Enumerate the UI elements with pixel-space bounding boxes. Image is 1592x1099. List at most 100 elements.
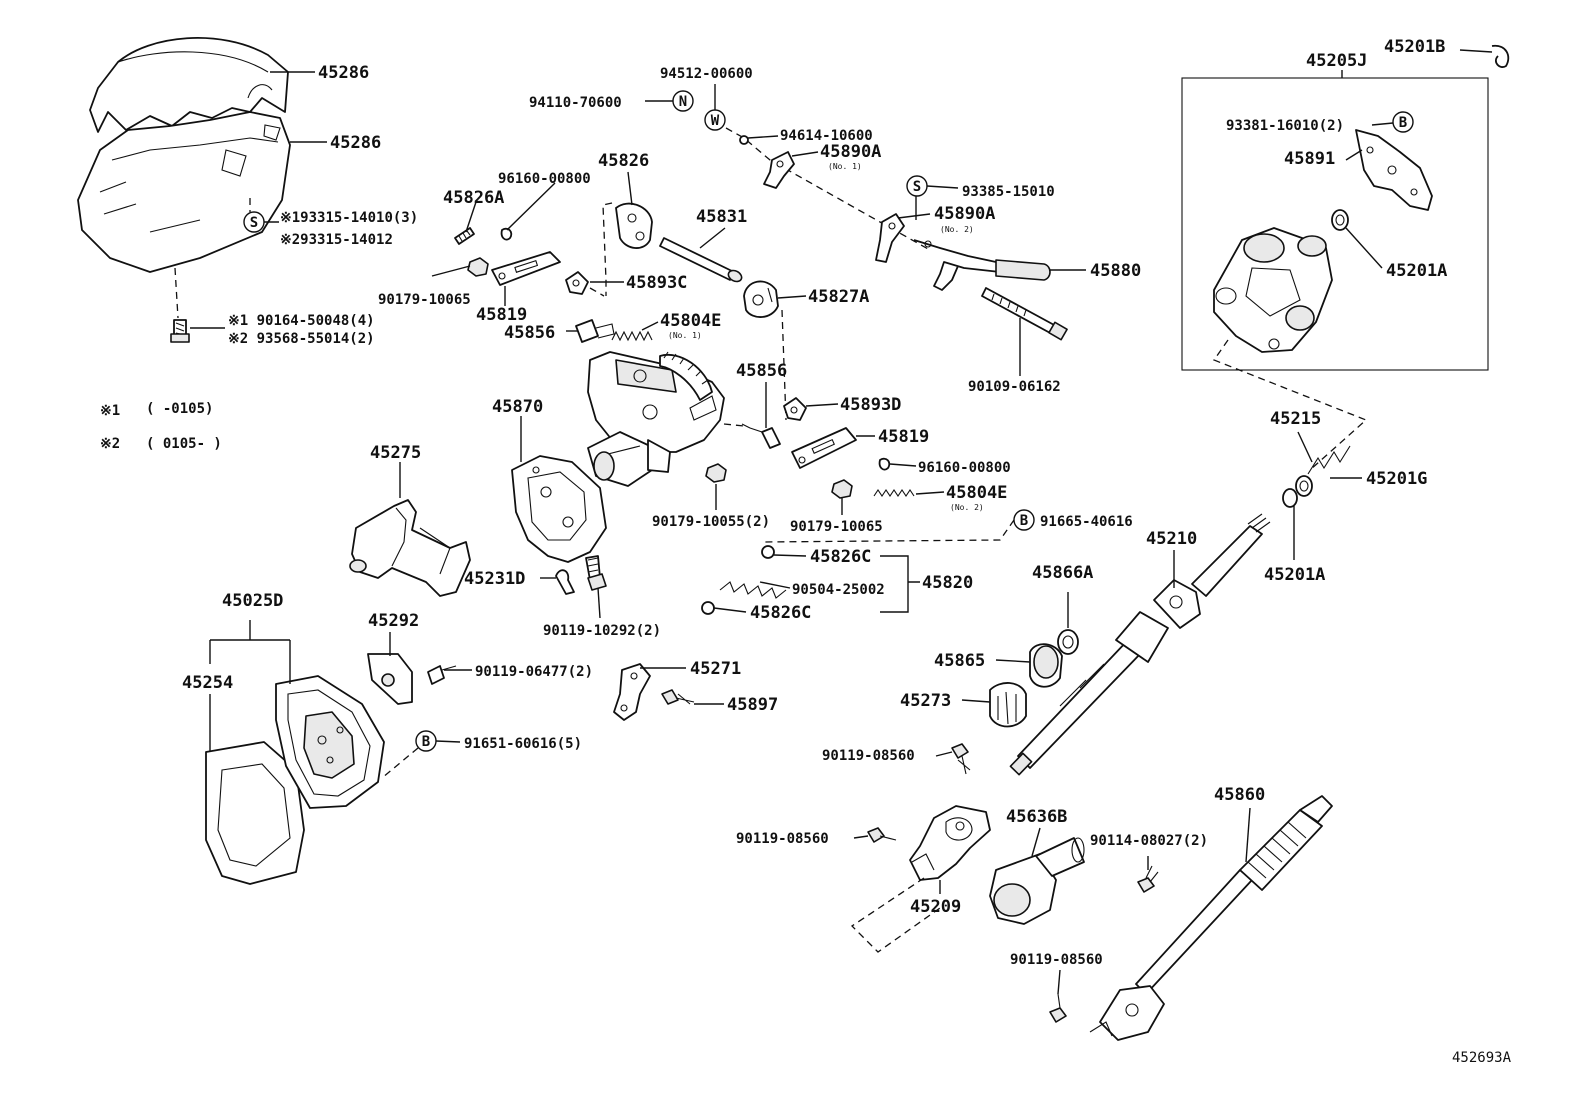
label-93315-14010: ※193315-14010(3) bbox=[280, 210, 418, 226]
bushing-45865-part bbox=[1029, 643, 1063, 688]
label-45286-lower: 45286 bbox=[330, 133, 381, 153]
label-90504-25002: 90504-25002 bbox=[792, 582, 885, 598]
label-45890a-no2: 45890A bbox=[934, 204, 995, 224]
bolt-90119-08560-b-part bbox=[867, 827, 897, 843]
leader-45827a bbox=[777, 295, 807, 299]
bolt-90114-part bbox=[1137, 865, 1159, 893]
label-45826c-lower: 45826C bbox=[750, 603, 811, 623]
label-45891: 45891 bbox=[1284, 149, 1335, 169]
note-1-text: ( -0105) bbox=[146, 401, 213, 417]
leader-45826a bbox=[465, 201, 477, 233]
leader-90179a bbox=[431, 265, 471, 277]
bolt-45856-lower-part bbox=[741, 423, 781, 449]
label-45201a-upper: 45201A bbox=[1386, 261, 1447, 281]
leader-96160a bbox=[506, 182, 556, 231]
bolt-90119-08560-c-part bbox=[1049, 993, 1067, 1023]
nut-90179-lower-part bbox=[831, 479, 853, 499]
bolt-90119-10292-part bbox=[585, 555, 607, 591]
leader-91651 bbox=[435, 740, 461, 743]
leader-45893c bbox=[589, 287, 605, 297]
label-91651-60616: 91651-60616(5) bbox=[464, 736, 582, 752]
label-94614-10600: 94614-10600 bbox=[780, 128, 873, 144]
symbol-b-93381-circle bbox=[1392, 111, 1414, 133]
diagram-footer-code: 452693A bbox=[1452, 1050, 1512, 1066]
gear-housing-part bbox=[1213, 227, 1333, 353]
label-45636b: 45636B bbox=[1006, 807, 1067, 827]
ring-45866a-part bbox=[1057, 629, 1079, 655]
label-45275: 45275 bbox=[370, 443, 421, 463]
label-45826a: 45826A bbox=[443, 188, 504, 208]
label-93381-16010: 93381-16010(2) bbox=[1226, 118, 1344, 134]
leader-90119_08560a bbox=[935, 751, 953, 757]
leader-93381 bbox=[1371, 122, 1394, 126]
bracket-45891-part bbox=[1355, 129, 1433, 211]
label-no1-b: (No. 1) bbox=[668, 331, 702, 340]
symbol-s-93385: S bbox=[913, 179, 921, 195]
leader-45025d-bracket bbox=[209, 620, 291, 684]
label-90119-08560-a: 90119-08560 bbox=[822, 748, 915, 764]
label-45893c: 45893C bbox=[626, 273, 687, 293]
symbol-b-93381: B bbox=[1399, 115, 1407, 131]
leader-45827a bbox=[781, 309, 787, 421]
lever-45890a-1-part bbox=[763, 151, 795, 189]
leader-94614-dash bbox=[725, 127, 931, 251]
gear-box-frame bbox=[1181, 77, 1489, 371]
note-2-mark: ※2 bbox=[100, 436, 120, 452]
nut-90179-10055-part bbox=[705, 463, 727, 483]
label-45827a: 45827A bbox=[808, 287, 869, 307]
leader-94614 bbox=[747, 135, 779, 139]
bracket-45271-part bbox=[613, 663, 651, 721]
leader-45636b bbox=[1031, 827, 1041, 857]
part-45275-shape bbox=[349, 499, 471, 597]
screw-45826a-part bbox=[454, 227, 475, 245]
shaft-45860-part bbox=[1089, 795, 1333, 1041]
label-45201g: 45201G bbox=[1366, 469, 1427, 489]
clip-96160-part bbox=[500, 227, 513, 241]
note-2-text: ( 0105- ) bbox=[146, 436, 222, 452]
seal-45201a-upper-part bbox=[1331, 209, 1349, 231]
label-45860: 45860 bbox=[1214, 785, 1265, 805]
lever-45880-part bbox=[913, 239, 1051, 291]
label-45890a-no1: 45890A bbox=[820, 142, 881, 162]
leader-45860 bbox=[1245, 807, 1251, 863]
symbol-b-91665-circle bbox=[1013, 509, 1035, 531]
washer-94614-part bbox=[739, 135, 749, 145]
spring-45215-part bbox=[1307, 445, 1351, 475]
bracket-45893c-part bbox=[565, 271, 589, 295]
leader-gear-housing bbox=[1212, 339, 1368, 471]
label-90119-08560-b: 90119-08560 bbox=[736, 831, 829, 847]
label-93315-14012: ※293315-14012 bbox=[280, 232, 393, 248]
label-45866a: 45866A bbox=[1032, 563, 1093, 583]
seal-45201a-lower-part bbox=[1282, 475, 1313, 508]
symbol-w-circle bbox=[704, 109, 726, 131]
joint-45209-part bbox=[909, 805, 991, 881]
label-93385-15010: 93385-15010 bbox=[962, 184, 1055, 200]
label-45826c-upper: 45826C bbox=[810, 547, 871, 567]
shaft-45210-part bbox=[1009, 513, 1271, 776]
leader-45820-bracket bbox=[880, 555, 920, 613]
label-45856-upper: 45856 bbox=[504, 323, 555, 343]
leader-45215 bbox=[1297, 431, 1313, 463]
label-45893d: 45893D bbox=[840, 395, 901, 415]
symbol-b-91651: B bbox=[422, 734, 430, 750]
label-45804e-no1: 45804E bbox=[660, 311, 721, 331]
leader-45856-lower bbox=[723, 423, 745, 427]
note-1-mark: ※1 bbox=[100, 403, 120, 419]
leader-90119_08560c bbox=[1057, 969, 1061, 995]
plate-45292-part bbox=[367, 653, 413, 705]
leader-91665-dash bbox=[761, 519, 1015, 543]
label-45865: 45865 bbox=[934, 651, 985, 671]
spring-45804e-2-part bbox=[873, 489, 915, 497]
label-no2-b: (No. 2) bbox=[950, 503, 984, 512]
label-45286-upper: 45286 bbox=[318, 63, 369, 83]
cover-screw-part bbox=[170, 319, 190, 343]
leader-45273 bbox=[961, 699, 991, 703]
label-45819-upper: 45819 bbox=[476, 305, 527, 325]
leader-45865 bbox=[995, 659, 1031, 663]
label-96160-00800-b: 96160-00800 bbox=[918, 460, 1011, 476]
leader-90119_08560b bbox=[853, 835, 869, 839]
lever-45819-upper-part bbox=[491, 251, 561, 286]
boot-45636b-part bbox=[989, 837, 1085, 925]
label-45804e-no2: 45804E bbox=[946, 483, 1007, 503]
